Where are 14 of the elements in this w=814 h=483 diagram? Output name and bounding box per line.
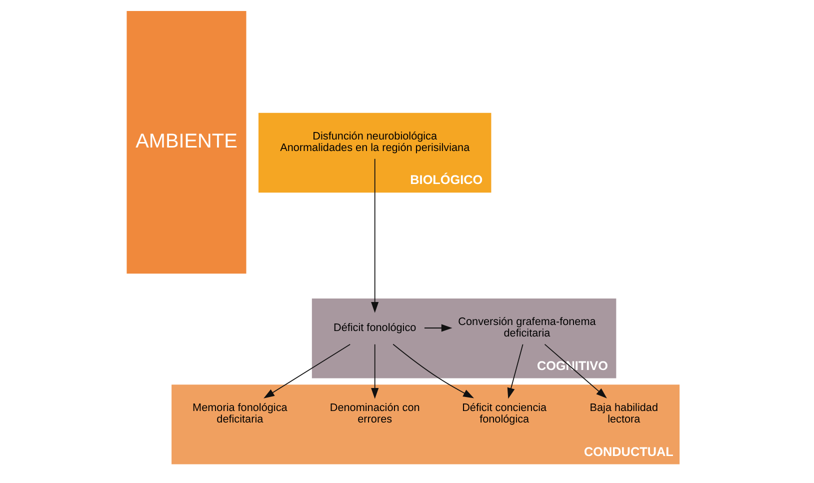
node-text: Conversión grafema-fonema deficitaria xyxy=(458,316,596,340)
arrow xyxy=(507,344,524,399)
node-text: Déficit fonológico xyxy=(334,322,416,334)
arrow xyxy=(424,324,452,332)
node-text: Baja habilidad lectora xyxy=(590,402,658,426)
node-box: AMBIENTE xyxy=(126,11,246,274)
node-text: Déficit conciencia fonológica xyxy=(462,402,547,426)
node-text: Denominación con errores xyxy=(330,402,420,426)
arrow xyxy=(392,344,474,398)
arrow xyxy=(264,344,351,398)
node-text: Memoria fonológica deficitaria xyxy=(192,402,288,426)
node-text: Disfunción neurobiológica Anormalidades en la región perisilviana xyxy=(280,130,470,154)
arrow xyxy=(371,158,379,313)
arrow xyxy=(371,344,379,399)
